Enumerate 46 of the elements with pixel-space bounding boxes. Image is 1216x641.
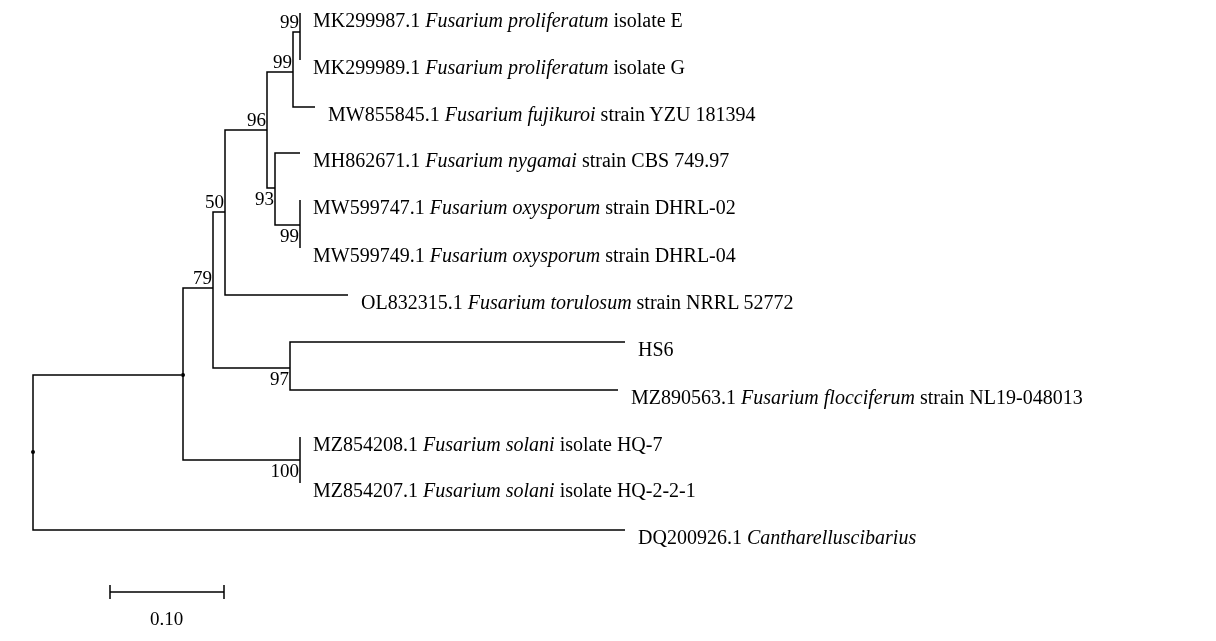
- tree-branch: [266, 129, 276, 189]
- taxon-label: MW855845.1 Fusarium fujikuroi strain YZU 181394: [315, 102, 756, 126]
- tree-branch: [212, 287, 291, 369]
- bootstrap-value: 93: [255, 189, 275, 209]
- taxon-label: MH862671.1 Fusarium nygamai strain CBS 749.97: [300, 148, 730, 172]
- bootstrap-value: 79: [193, 268, 213, 288]
- bootstrap-value: 100: [270, 461, 300, 481]
- taxon-label: MK299989.1 Fusarium proliferatum isolate G: [300, 55, 686, 79]
- taxon-label: OL832315.1 Fusarium torulosum strain NRRL 52772: [348, 290, 794, 314]
- bootstrap-value: 96: [247, 110, 267, 130]
- tree-branch: [212, 211, 226, 289]
- scale-value: 0.10: [150, 608, 184, 630]
- tree-branch: [32, 451, 626, 531]
- tree-branch: [182, 374, 301, 461]
- taxon-label: MZ854207.1 Fusarium solani isolate HQ-2-2-1: [300, 478, 696, 502]
- bootstrap-value: 99: [273, 52, 293, 72]
- tree-branch: [274, 152, 301, 189]
- tree-branch: [289, 341, 626, 369]
- taxon-label: MW599749.1 Fusarium oxysporum strain DHRL-04: [300, 243, 736, 267]
- tree-branch: [299, 199, 301, 226]
- tree-branch: [289, 367, 619, 391]
- taxon-label: MK299987.1 Fusarium proliferatum isolate E: [300, 8, 683, 32]
- tree-branch: [292, 71, 316, 108]
- tree-branch: [299, 31, 301, 61]
- bootstrap-value: 99: [280, 12, 300, 32]
- branch-junction: [181, 373, 185, 377]
- tree-branch: [274, 187, 301, 226]
- tree-branch: [299, 459, 301, 484]
- tree-branch: [224, 129, 268, 213]
- tree-branch: [32, 374, 182, 453]
- taxon-label: HS6: [625, 337, 674, 361]
- taxon-label: MW599747.1 Fusarium oxysporum strain DHRL-02: [300, 195, 736, 219]
- bootstrap-value: 97: [270, 369, 290, 389]
- branch-junction: [31, 450, 35, 454]
- tree-branch: [266, 71, 294, 131]
- taxon-label: MZ854208.1 Fusarium solani isolate HQ-7: [300, 432, 663, 456]
- tree-branch: [292, 31, 301, 73]
- bootstrap-value: 99: [280, 226, 300, 246]
- tree-branch: [224, 211, 349, 296]
- tree-branch: [299, 436, 301, 461]
- bootstrap-value: 50: [205, 192, 225, 212]
- tree-branch: [299, 12, 301, 33]
- tree-branch: [182, 287, 214, 376]
- taxon-label: MZ890563.1 Fusarium flocciferum strain NL19-048013: [618, 385, 1083, 409]
- taxon-label: DQ200926.1 Cantharelluscibarius: [625, 525, 917, 549]
- tree-branch: [299, 224, 301, 249]
